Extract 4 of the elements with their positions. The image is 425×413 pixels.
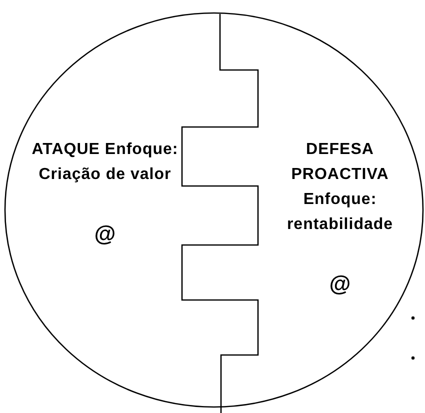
- at-symbol: @: [94, 221, 116, 247]
- attack-focus-text: ATAQUE Enfoque: Criação de valor: [30, 140, 180, 185]
- at-symbol: @: [329, 271, 351, 297]
- defense-focus-text: DEFESA PROACTIVA Enfoque: rentabilidade: [286, 140, 394, 235]
